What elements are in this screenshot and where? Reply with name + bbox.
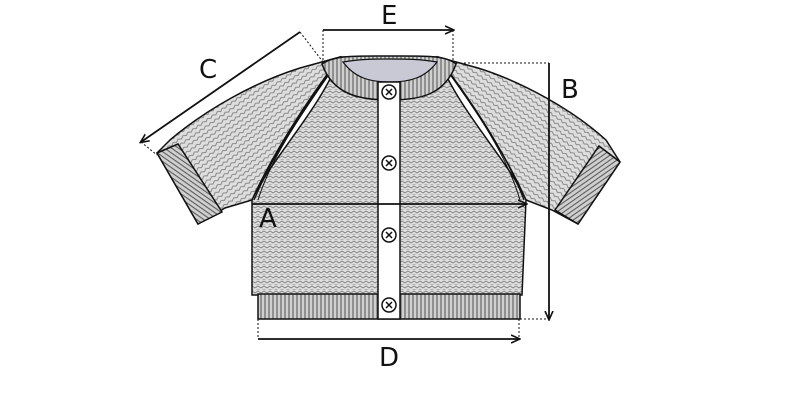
label-c: C [199,55,217,85]
label-e: E [381,1,397,31]
button-3 [381,227,397,243]
dimension-labels: A B C D E [199,1,579,373]
right-sleeve-cuff [553,144,622,226]
button-1 [381,84,397,100]
label-a: A [259,204,277,234]
button-2 [381,155,397,171]
buttons [381,84,397,313]
dimension-lines [141,30,549,339]
left-sleeve [155,55,342,226]
dimension-c-line [141,31,301,142]
button-4 [381,297,397,313]
left-sleeve-cuff [155,143,224,225]
label-b: B [561,75,579,105]
button-placket [377,81,401,320]
label-d: D [379,343,399,373]
neck-inner [341,58,439,83]
raglan-seams [253,67,525,201]
neckline [321,55,457,101]
